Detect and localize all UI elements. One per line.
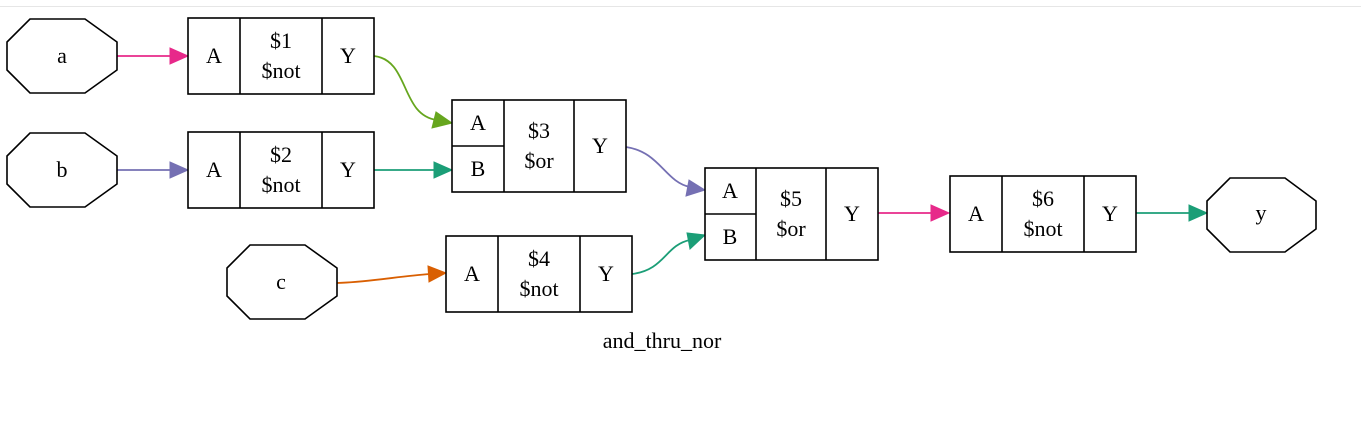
cell-4: A $4 $not Y [445,235,633,313]
cell-6-type: $not [1023,216,1062,241]
arrowhead-c5-b [686,232,707,250]
cell-5-port-b: B [723,224,738,249]
input-b-shape [6,132,118,208]
input-a-shape [6,18,118,94]
cell-2: A $2 $not Y [187,131,375,209]
cell-3-port-y: Y [592,133,608,158]
cell-3-name: $3 [528,118,550,143]
cell-2-frame [187,131,375,209]
edge-c4-to-c5 [631,239,691,275]
cell-6-frame [949,175,1137,253]
cell-4-port-a: A [464,261,480,286]
cell-3-type: $or [524,148,554,173]
edge-c-to-c4 [336,273,431,284]
output-y-shape [1206,177,1317,253]
cell-1-name: $1 [270,28,292,53]
cell-2-port-y: Y [340,157,356,182]
arrowhead-c3-b [433,161,454,179]
edge-c1-to-c3 [373,55,438,121]
cell-5-port-a: A [722,178,738,203]
cell-2-name: $2 [270,142,292,167]
cell-1-type: $not [261,58,300,83]
input-a: a [6,18,118,94]
arrowhead-c4-a [427,265,448,283]
cell-5: A B $5 $or Y [704,167,879,261]
arrowhead-c6-a [930,204,951,222]
arrowhead-c3-a [431,111,454,129]
cell-2-type: $not [261,172,300,197]
cell-1: A $1 $not Y [187,17,375,95]
cell-4-port-y: Y [598,261,614,286]
cell-5-name: $5 [780,186,802,211]
edge-c3-to-c5 [625,146,691,188]
input-b-label: b [57,157,68,182]
cell-1-port-a: A [206,43,222,68]
cell-5-type: $or [776,216,806,241]
arrowhead-c5-a [685,179,707,197]
input-a-label: a [57,43,67,68]
edges [117,47,1209,284]
cell-2-port-a: A [206,157,222,182]
input-b: b [6,132,118,208]
arrowhead-y [1188,204,1209,222]
input-c-label: c [276,269,286,294]
diagram-title: and_thru_nor [603,328,722,353]
cell-4-frame [445,235,633,313]
input-c: c [226,244,338,320]
top-border [0,6,1361,7]
cell-4-name: $4 [528,246,550,271]
cell-3-port-a: A [470,110,486,135]
cell-5-port-y: Y [844,201,860,226]
cell-3: A B $3 $or Y [451,99,627,193]
output-y-label: y [1256,200,1267,225]
cell-1-port-y: Y [340,43,356,68]
arrowhead-c2-a [169,161,190,179]
cell-3-port-b: B [471,156,486,181]
cell-6: A $6 $not Y [949,175,1137,253]
cell-6-port-a: A [968,201,984,226]
arrowhead-c1-a [169,47,190,65]
cell-6-name: $6 [1032,186,1054,211]
cell-4-type: $not [519,276,558,301]
input-c-shape [226,244,338,320]
cell-6-port-y: Y [1102,201,1118,226]
output-y: y [1206,177,1317,253]
cell-1-frame [187,17,375,95]
